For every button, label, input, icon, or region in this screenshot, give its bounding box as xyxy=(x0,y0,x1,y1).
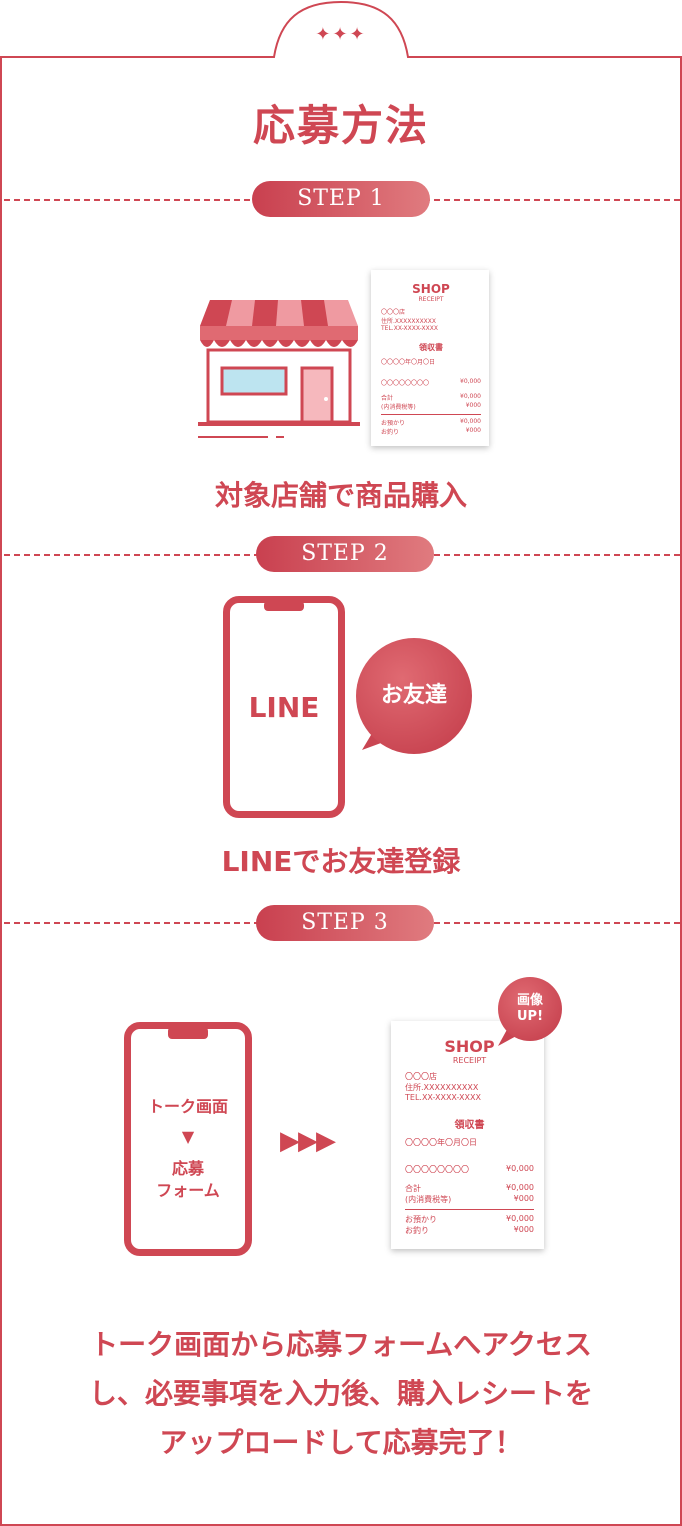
form-label-line1: 応募 xyxy=(171,1159,204,1178)
triple-arrow-icon: ▶▶▶ xyxy=(280,1126,336,1156)
receipt-item-row: 〇〇〇〇〇〇〇〇 ¥0,000 xyxy=(381,378,481,387)
receipt-shop: SHOP xyxy=(444,1037,495,1056)
receipt-paid-label: お預かり xyxy=(381,420,406,427)
receipt-change-row: お釣り ¥000 xyxy=(405,1225,534,1236)
receipt-total-row: 合計 ¥0,000 xyxy=(405,1183,534,1194)
badge-line2: UP! xyxy=(516,1009,543,1024)
receipt-date: 〇〇〇〇年〇月〇日 xyxy=(381,359,436,366)
receipt-paid-row: お預かり ¥0,000 xyxy=(405,1214,534,1225)
phone-notch xyxy=(168,1027,208,1039)
receipt-sub: RECEIPT xyxy=(452,1056,487,1065)
receipt-shop: SHOP xyxy=(412,282,450,296)
friend-bubble: お友達 xyxy=(356,638,472,754)
receipt-total-label: 合計 xyxy=(405,1184,421,1193)
phone-line-text: LINE xyxy=(248,691,320,724)
receipt-date: 〇〇〇〇年〇月〇日 xyxy=(405,1138,477,1147)
receipt-item-label: 〇〇〇〇〇〇〇〇 xyxy=(405,1165,469,1174)
receipt-total-row: 合計 ¥0,000 xyxy=(381,393,481,402)
receipt-total-value: ¥0,000 xyxy=(506,1183,534,1192)
phone-line: LINE xyxy=(223,596,345,818)
receipt-address: 住所.XXXXXXXXXX xyxy=(405,1083,479,1092)
step1-label: STEP 1 xyxy=(252,181,430,217)
receipt-total-value: ¥0,000 xyxy=(460,393,481,400)
receipt-tax-value: ¥000 xyxy=(465,402,481,409)
receipt-item-label: 〇〇〇〇〇〇〇〇 xyxy=(381,380,430,387)
receipt-paid-row: お預かり ¥0,000 xyxy=(381,418,481,427)
receipt-item-row: 〇〇〇〇〇〇〇〇 ¥0,000 xyxy=(405,1164,534,1175)
receipt-total-label: 合計 xyxy=(381,395,394,402)
receipt-item-value: ¥0,000 xyxy=(460,378,481,385)
phone-notch xyxy=(264,601,304,611)
badge-line1: 画像 xyxy=(516,993,543,1008)
description-line1: トーク画面から応募フォームへアクセス xyxy=(90,1328,592,1361)
receipt-address: 住所.XXXXXXXXXX xyxy=(381,318,437,325)
sparkle-icon: ✦✦✦ xyxy=(315,24,367,45)
shop-icon xyxy=(198,300,360,438)
receipt-tax-label: (内消費税等) xyxy=(405,1195,452,1204)
receipt-tax-row: (内消費税等) ¥000 xyxy=(405,1194,534,1205)
receipt-tax-row: (内消費税等) ¥000 xyxy=(381,402,481,411)
receipt-rule xyxy=(381,414,481,415)
phone-talk: トーク画面 ▼ 応募 フォーム xyxy=(124,1022,252,1256)
description-line3: アップロードして応募完了！ xyxy=(159,1426,523,1459)
receipt-paid-label: お預かり xyxy=(405,1215,437,1224)
receipt-tel: TEL.XX-XXXX-XXXX xyxy=(405,1093,481,1102)
receipt-tax-label: (内消費税等) xyxy=(381,404,416,411)
image-up-badge: 画像 UP! xyxy=(498,977,562,1041)
receipt-doc-title: 領収書 xyxy=(454,1120,485,1131)
page-title: 応募方法 xyxy=(252,101,429,150)
form-label-line2: フォーム xyxy=(156,1181,220,1200)
talk-screen-label: トーク画面 xyxy=(147,1097,228,1116)
receipt-change-value: ¥000 xyxy=(513,1225,534,1234)
receipt-change-row: お釣り ¥000 xyxy=(381,427,481,436)
receipt-small: SHOP RECEIPT 〇〇〇店 住所.XXXXXXXXXX TEL.XX-X… xyxy=(371,270,489,446)
receipt-change-label: お釣り xyxy=(405,1226,429,1235)
step3-description: トーク画面から応募フォームへアクセス し、必要事項を入力後、購入レシートを アッ… xyxy=(0,1320,682,1467)
receipt-sub: RECEIPT xyxy=(418,296,444,303)
receipt-paid-value: ¥0,000 xyxy=(460,418,481,425)
step3-label: STEP 3 xyxy=(256,905,434,941)
receipt-tel: TEL.XX-XXXX-XXXX xyxy=(381,325,438,332)
receipt-change-value: ¥000 xyxy=(465,427,481,434)
receipt-store: 〇〇〇店 xyxy=(381,309,406,316)
receipt-change-label: お釣り xyxy=(381,429,400,436)
step1-caption: 対象店舗で商品購入 xyxy=(214,479,467,512)
receipt-doc-title: 領収書 xyxy=(419,343,443,352)
step2-label: STEP 2 xyxy=(256,536,434,572)
receipt-store: 〇〇〇店 xyxy=(405,1072,437,1081)
arrow-down-icon: ▼ xyxy=(181,1127,195,1146)
receipt-item-value: ¥0,000 xyxy=(506,1164,534,1173)
description-line2: し、必要事項を入力後、購入レシートを xyxy=(88,1377,593,1410)
receipt-large: SHOP RECEIPT 〇〇〇店 住所.XXXXXXXXXX TEL.XX-X… xyxy=(391,1021,544,1249)
receipt-tax-value: ¥000 xyxy=(513,1194,534,1203)
receipt-paid-value: ¥0,000 xyxy=(506,1214,534,1223)
receipt-rule xyxy=(405,1209,534,1210)
step2-caption: LINEでお友達登録 xyxy=(221,845,461,878)
